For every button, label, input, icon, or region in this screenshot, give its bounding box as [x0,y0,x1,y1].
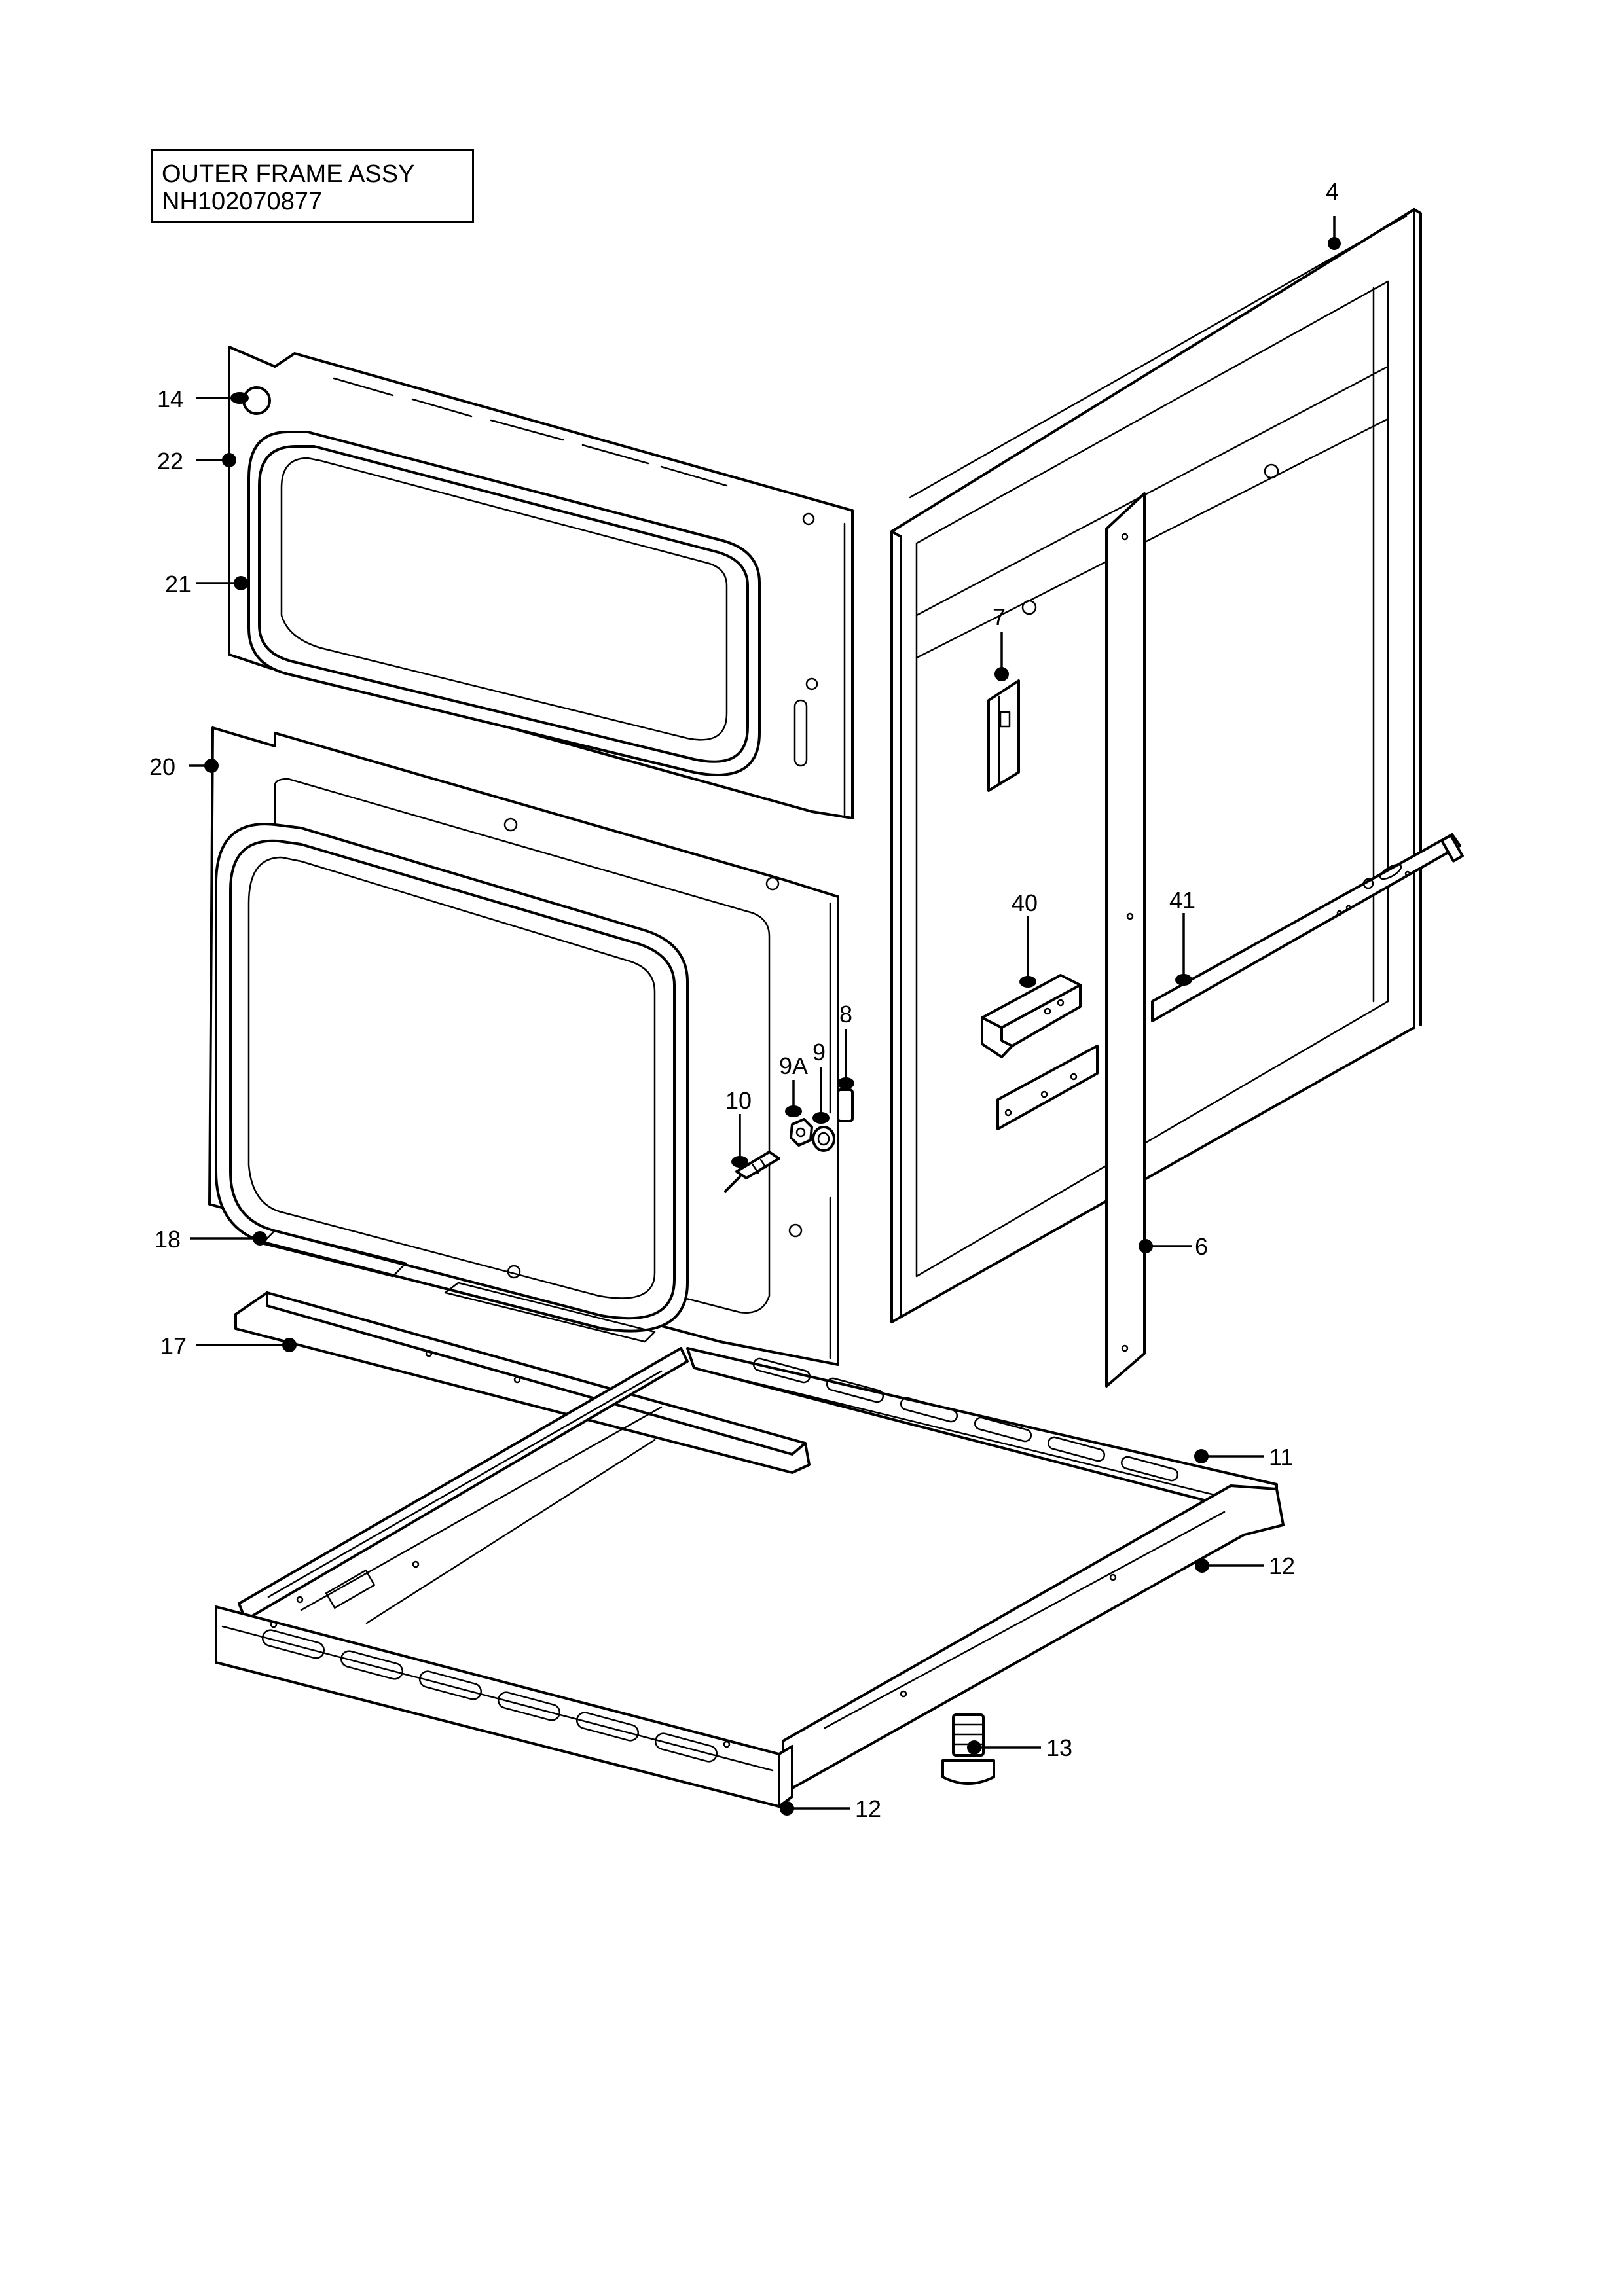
callout-4: 4 [1326,178,1339,205]
part-10-screw [724,1151,780,1193]
callout-22: 22 [157,448,183,475]
part-17-front-rail [234,1291,811,1474]
callout-13: 13 [1046,1734,1072,1761]
title-line-2: NH102070877 [162,188,323,215]
callout-17: 17 [160,1333,187,1359]
part-40-clip [981,974,1082,1058]
part-6-vertical-strip [1105,492,1146,1388]
part-9-washer [812,1126,835,1152]
part-9a-nut [790,1118,813,1147]
callout-labels: 4 14 22 21 7 20 40 41 8 9A 9 10 6 18 17 … [149,178,1339,1822]
lower-bracket [996,1045,1099,1130]
callout-10: 10 [725,1087,752,1114]
callout-41: 41 [1169,887,1195,914]
title-box: OUTER FRAME ASSY NH102070877 [151,149,474,223]
callout-40: 40 [1012,889,1038,916]
callout-21: 21 [165,571,191,598]
callout-11: 11 [1269,1444,1293,1471]
callout-8: 8 [839,1001,852,1028]
part-21-upper-gasket [247,431,761,776]
part-7-bracket [987,679,1020,792]
callout-9: 9 [812,1039,826,1066]
callout-7: 7 [993,603,1006,630]
base-frame [215,1347,1285,1808]
callout-leaders [189,216,1341,1816]
part-8-clip [837,1088,854,1122]
part-4-side-panel [890,208,1422,1323]
part-41-rail [1151,833,1464,1022]
callout-6: 6 [1195,1233,1208,1260]
callout-14: 14 [157,386,183,412]
callout-12-rear: 12 [1269,1552,1295,1579]
callout-9A: 9A [779,1052,808,1079]
callout-18: 18 [155,1226,181,1253]
callout-20: 20 [149,753,175,780]
callout-12-front: 12 [855,1795,881,1822]
title-line-1: OUTER FRAME ASSY [162,160,415,188]
